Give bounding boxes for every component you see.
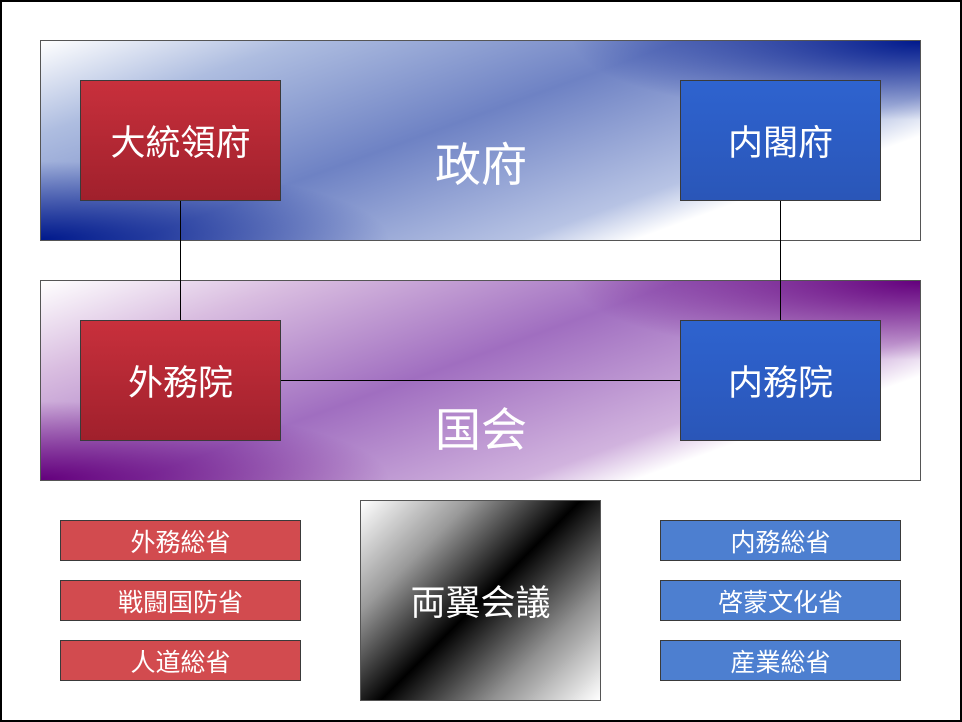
ministry-label: 外務総省: [130, 527, 231, 557]
ministry-right-1: 内務総省: [660, 520, 901, 561]
president-office-box: 大統領府: [80, 80, 281, 201]
ministry-left-1: 外務総省: [60, 520, 301, 561]
connector-cabinet-interior: [780, 200, 781, 321]
ministry-label: 産業総省: [730, 647, 831, 677]
government-title: 政府: [435, 138, 527, 192]
ministry-right-2: 啓蒙文化省: [660, 580, 901, 621]
connector-president-foreign: [180, 200, 181, 321]
cabinet-office-label: 内閣府: [727, 124, 833, 164]
interior-house-box: 内務院: [680, 320, 881, 441]
connector-foreign-interior: [280, 380, 681, 381]
ministry-label: 啓蒙文化省: [717, 587, 843, 617]
ministry-right-3: 産業総省: [660, 640, 901, 681]
ministry-label: 内務総省: [730, 527, 831, 557]
foreign-house-label: 外務院: [127, 364, 233, 404]
parliament-title: 国会: [435, 403, 527, 457]
two-wing-council-box: 両翼会議: [360, 500, 601, 701]
ministry-label: 戦闘国防省: [117, 587, 243, 617]
ministry-left-3: 人道総省: [60, 640, 301, 681]
president-office-label: 大統領府: [110, 124, 251, 164]
cabinet-office-box: 内閣府: [680, 80, 881, 201]
foreign-house-box: 外務院: [80, 320, 281, 441]
two-wing-council-label: 両翼会議: [410, 584, 551, 624]
ministry-label: 人道総省: [130, 647, 231, 677]
ministry-left-2: 戦闘国防省: [60, 580, 301, 621]
interior-house-label: 内務院: [727, 364, 833, 404]
